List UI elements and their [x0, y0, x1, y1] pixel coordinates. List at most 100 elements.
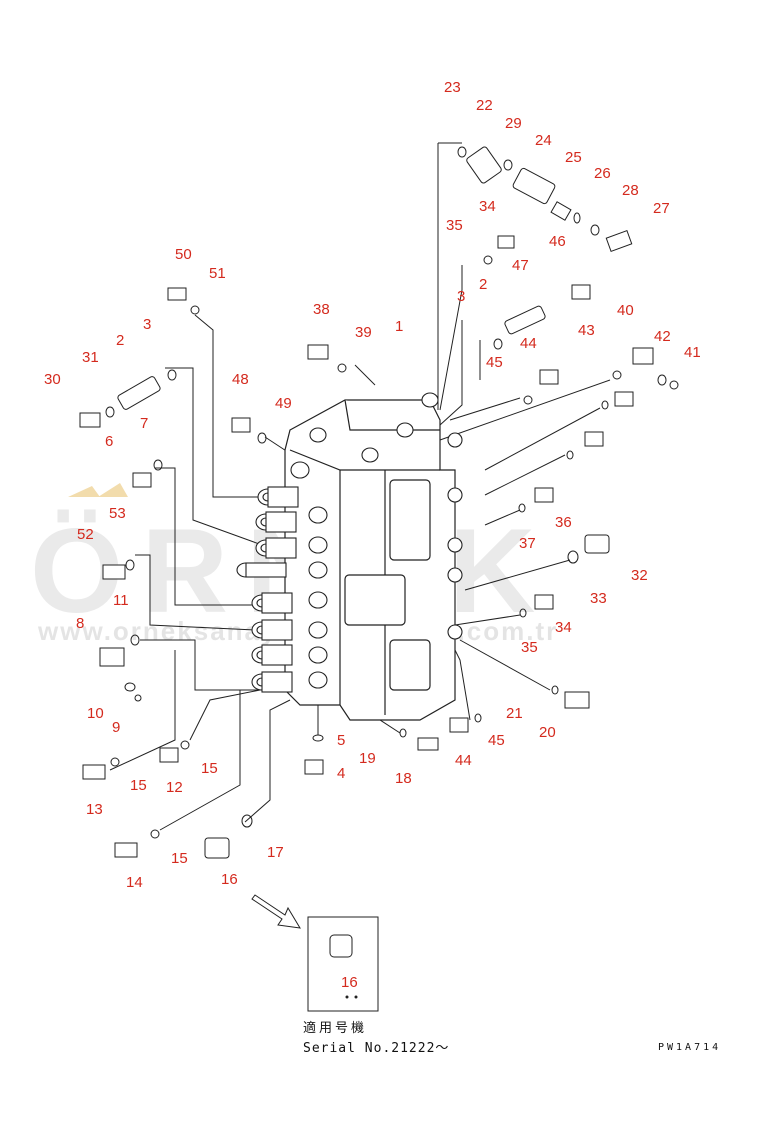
callout-44-top: 44 [520, 335, 537, 352]
fitting-44-right [584, 431, 604, 447]
callout-53: 53 [109, 505, 126, 522]
fitting-40 [632, 347, 654, 365]
callout-11: 11 [113, 592, 129, 609]
view-arrow [251, 894, 301, 929]
callout-17: 17 [267, 844, 284, 861]
callout-35-lower: 35 [521, 639, 538, 656]
callout-2-left: 2 [116, 332, 124, 349]
callout-29: 29 [505, 115, 522, 132]
callout-labels: 23 22 29 24 25 26 28 27 35 34 47 46 3 2 … [44, 79, 701, 991]
detail-inset-part [329, 934, 358, 999]
fitting-44-mid [614, 391, 634, 407]
fitting-38 [307, 344, 329, 360]
callout-26: 26 [594, 165, 611, 182]
fitting-34 [497, 235, 515, 249]
callout-2: 2 [479, 276, 487, 293]
callout-39: 39 [355, 324, 372, 341]
fitting-14 [114, 842, 138, 858]
callout-3: 3 [457, 288, 465, 305]
fitting-6 [132, 472, 152, 488]
callout-19: 19 [359, 750, 376, 767]
valve-24 [512, 167, 556, 205]
callout-46: 46 [549, 233, 566, 250]
fitting-46 [571, 284, 591, 300]
fitting-13 [82, 764, 106, 780]
callout-16: 16 [221, 871, 238, 888]
callout-32: 32 [631, 567, 648, 584]
valve-2-top [504, 305, 546, 335]
callout-3-left: 3 [143, 316, 151, 333]
callout-43: 43 [578, 322, 595, 339]
callout-37: 37 [519, 535, 536, 552]
drawing-code: PW1A714 [658, 1042, 722, 1053]
callout-34-lower: 34 [555, 619, 572, 636]
callout-49: 49 [275, 395, 292, 412]
callout-5: 5 [337, 732, 345, 749]
fitting-8 [99, 647, 125, 667]
callout-42: 42 [654, 328, 671, 345]
fitting-12 [159, 747, 179, 763]
callout-40: 40 [617, 302, 634, 319]
fitting-44-lower [449, 717, 469, 733]
fitting-30 [79, 412, 101, 428]
fitting-48 [231, 417, 251, 433]
fittings [79, 146, 679, 859]
callout-47: 47 [512, 257, 529, 274]
callout-21: 21 [506, 705, 523, 722]
fitting-16 [204, 837, 230, 859]
callout-35: 35 [446, 217, 463, 234]
callout-9: 9 [112, 719, 120, 736]
fitting-27 [605, 230, 633, 252]
callout-36: 36 [555, 514, 572, 531]
callout-7: 7 [140, 415, 148, 432]
fitting-52 [102, 564, 126, 580]
callout-30: 30 [44, 371, 61, 388]
callout-8: 8 [76, 615, 84, 632]
leader-lines [109, 142, 611, 831]
callout-10: 10 [87, 705, 104, 722]
watermark-accent [68, 483, 128, 497]
callout-13: 13 [86, 801, 103, 818]
valve-2-left [117, 376, 161, 410]
serial-caption-japanese: 適用号機 [303, 1021, 368, 1036]
callout-48: 48 [232, 371, 249, 388]
callout-16-inset: 16 [341, 974, 358, 991]
callout-45-lower: 45 [488, 732, 505, 749]
callout-50: 50 [175, 246, 192, 263]
callout-6: 6 [105, 433, 113, 450]
callout-15-a: 15 [130, 777, 147, 794]
callout-1: 1 [395, 318, 403, 335]
callout-4: 4 [337, 765, 345, 782]
callout-20: 20 [539, 724, 556, 741]
callout-15-c: 15 [171, 850, 188, 867]
callout-41: 41 [684, 344, 701, 361]
callout-45-top: 45 [486, 354, 503, 371]
callout-25: 25 [565, 149, 582, 166]
callout-12: 12 [166, 779, 183, 796]
callout-44-lower: 44 [455, 752, 472, 769]
callout-34: 34 [479, 198, 496, 215]
callout-51: 51 [209, 265, 226, 282]
callout-38: 38 [313, 301, 330, 318]
detail-inset-frame [307, 916, 379, 1012]
callout-18: 18 [395, 770, 412, 787]
serial-caption: Serial No.21222～ [303, 1041, 450, 1056]
fitting-34-lower [534, 594, 554, 610]
plug-22 [466, 146, 502, 184]
fitting-20 [564, 691, 590, 709]
fitting-50 [167, 287, 187, 301]
fitting-4 [304, 759, 324, 775]
callout-23: 23 [444, 79, 461, 96]
callout-52: 52 [77, 526, 94, 543]
callout-33: 33 [590, 590, 607, 607]
callout-15-b: 15 [201, 760, 218, 777]
callout-28: 28 [622, 182, 639, 199]
callout-31: 31 [82, 349, 99, 366]
spool-caps [236, 392, 463, 693]
fitting-25 [550, 201, 572, 221]
fitting-44-upper [539, 369, 559, 385]
callout-24: 24 [535, 132, 552, 149]
callout-14: 14 [126, 874, 143, 891]
callout-27: 27 [653, 200, 670, 217]
